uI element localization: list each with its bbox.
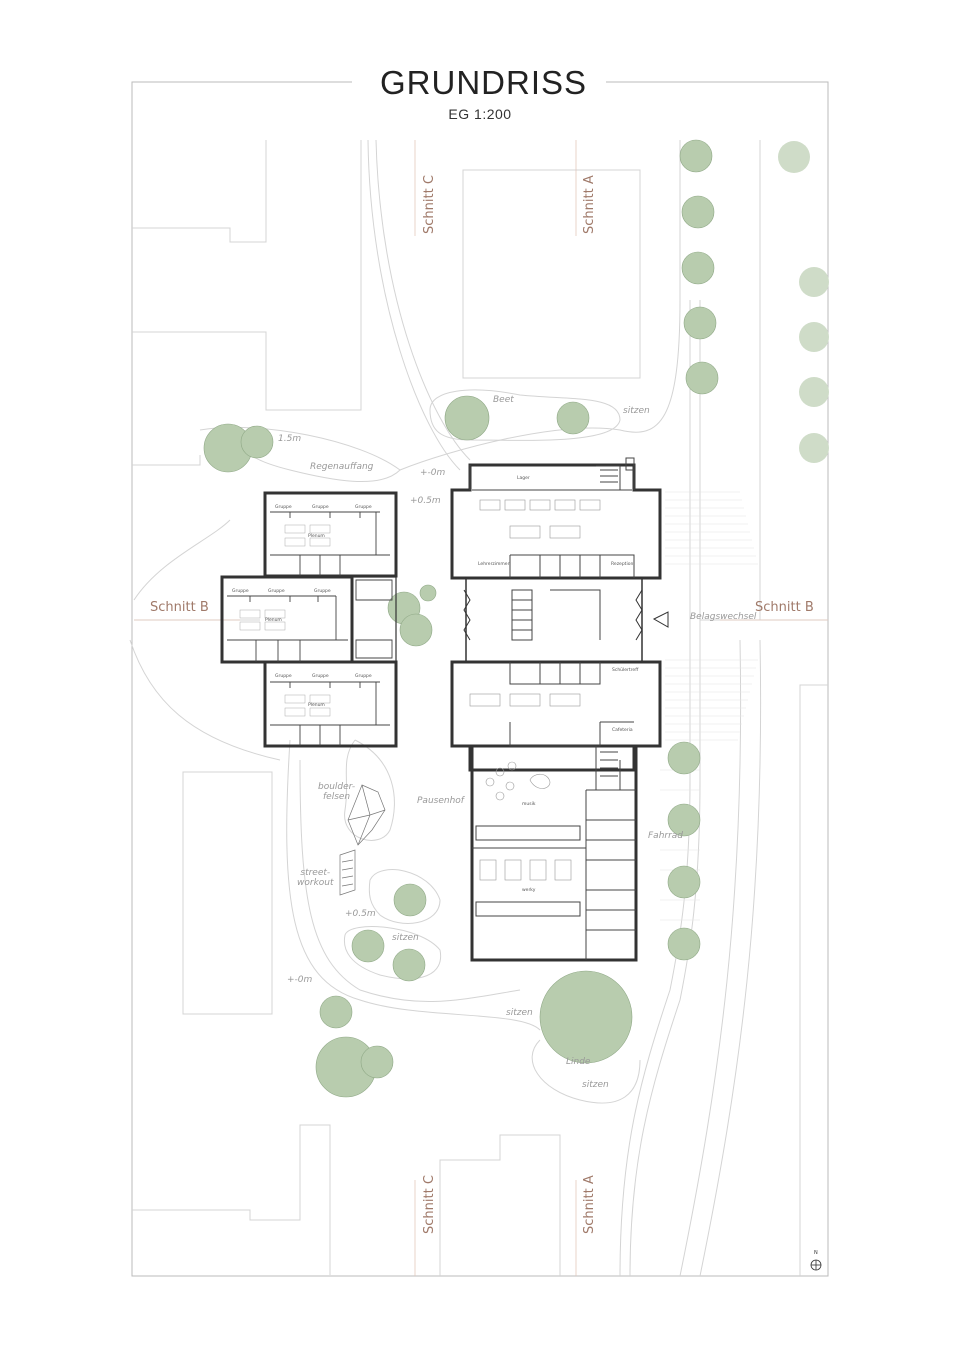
room-gruppe: Gruppe: [314, 589, 331, 594]
tree: [799, 377, 829, 407]
tree: [419, 584, 437, 602]
room-gruppe: Gruppe: [232, 589, 249, 594]
tree: [667, 927, 701, 961]
room-plenum: Plenum: [308, 534, 325, 539]
tree: [667, 865, 701, 899]
tree: [444, 395, 490, 441]
forecourt-hatch: [660, 491, 758, 921]
tree: [778, 141, 810, 173]
room-musik: musik: [522, 802, 536, 807]
section-label-b-right: Schnitt B: [755, 600, 814, 615]
label-level-05-bottom: +0.5m: [345, 909, 376, 919]
label-level-05-top: +0.5m: [410, 496, 441, 506]
west-building-furniture: [239, 524, 331, 717]
tree: [556, 401, 590, 435]
label-sitzen-lower: sitzen: [582, 1080, 609, 1090]
label-belagswechsel: Belagswechsel: [690, 612, 757, 622]
tree: [799, 433, 829, 463]
site-context: [129, 139, 828, 1277]
room-gruppe: Gruppe: [275, 505, 292, 510]
page-frame: [131, 81, 829, 1277]
section-label-c-bottom: Schnitt C: [422, 1175, 437, 1234]
label-level-15: 1.5m: [278, 434, 302, 444]
tree: [667, 741, 701, 775]
boulder-rock: [339, 784, 386, 896]
north-arrow-icon: [810, 1259, 822, 1271]
room-rezeption: Rezeption: [611, 562, 634, 567]
room-cafeteria: Cafeteria: [612, 728, 633, 733]
label-sitzen-bottom: sitzen: [506, 1008, 533, 1018]
tree: [351, 929, 385, 963]
room-plenum: Plenum: [308, 703, 325, 708]
tree: [393, 883, 427, 917]
label-boulderfelsen: boulder- felsen: [318, 782, 356, 802]
tree: [683, 306, 717, 340]
north-label: N: [814, 1250, 818, 1256]
label-fahrrad: Fahrrad: [648, 831, 684, 841]
entrance-marker: [652, 611, 669, 628]
section-label-a-top: Schnitt A: [582, 175, 597, 234]
label-sitzen-top: sitzen: [623, 406, 650, 416]
main-building-furniture: [469, 499, 601, 881]
label-sitzen-mid: sitzen: [392, 933, 419, 943]
tree: [679, 139, 713, 173]
tree: [360, 1045, 394, 1079]
tree: [392, 948, 426, 982]
main-building: [450, 463, 662, 962]
west-building-interior: [227, 511, 393, 746]
scale-subtitle: EG 1:200: [448, 106, 512, 122]
room-gruppe: Gruppe: [355, 505, 372, 510]
label-level-0-top: +-0m: [420, 468, 446, 478]
room-plenum: Plenum: [265, 618, 282, 623]
page-title: GRUNDRISS: [380, 64, 588, 101]
room-werky: werky: [522, 888, 536, 893]
label-streetworkout: street- workout: [297, 868, 334, 888]
tree: [685, 361, 719, 395]
tree: [240, 425, 274, 459]
tree: [319, 995, 353, 1029]
room-gruppe: Gruppe: [312, 674, 329, 679]
tree: [399, 613, 433, 647]
section-label-c-top: Schnitt C: [422, 175, 437, 234]
tree: [799, 267, 829, 297]
section-label-a-bottom: Schnitt A: [582, 1175, 597, 1234]
trees: [203, 139, 829, 1098]
room-gruppe: Gruppe: [268, 589, 285, 594]
main-building-interior: [469, 457, 636, 960]
west-building: [220, 491, 398, 748]
label-pausenhof: Pausenhof: [417, 796, 464, 806]
tree: [681, 251, 715, 285]
room-gruppe: Gruppe: [355, 674, 372, 679]
tree: [539, 970, 633, 1064]
room-schuelertreff: Schülertreff: [612, 668, 639, 673]
tree: [667, 803, 701, 837]
room-lehrerzimmer: Lehrerzimmer: [478, 562, 510, 567]
tree: [799, 322, 829, 352]
room-lager: Lager: [517, 476, 530, 481]
room-gruppe: Gruppe: [275, 674, 292, 679]
tree: [681, 195, 715, 229]
label-beet: Beet: [493, 395, 514, 405]
section-label-b-left: Schnitt B: [150, 600, 209, 615]
label-regenauffang: Regenauffang: [310, 462, 374, 472]
label-linde: Linde: [566, 1057, 591, 1067]
glazing: [463, 589, 643, 641]
label-level-0-bottom: +-0m: [287, 975, 313, 985]
room-gruppe: Gruppe: [312, 505, 329, 510]
